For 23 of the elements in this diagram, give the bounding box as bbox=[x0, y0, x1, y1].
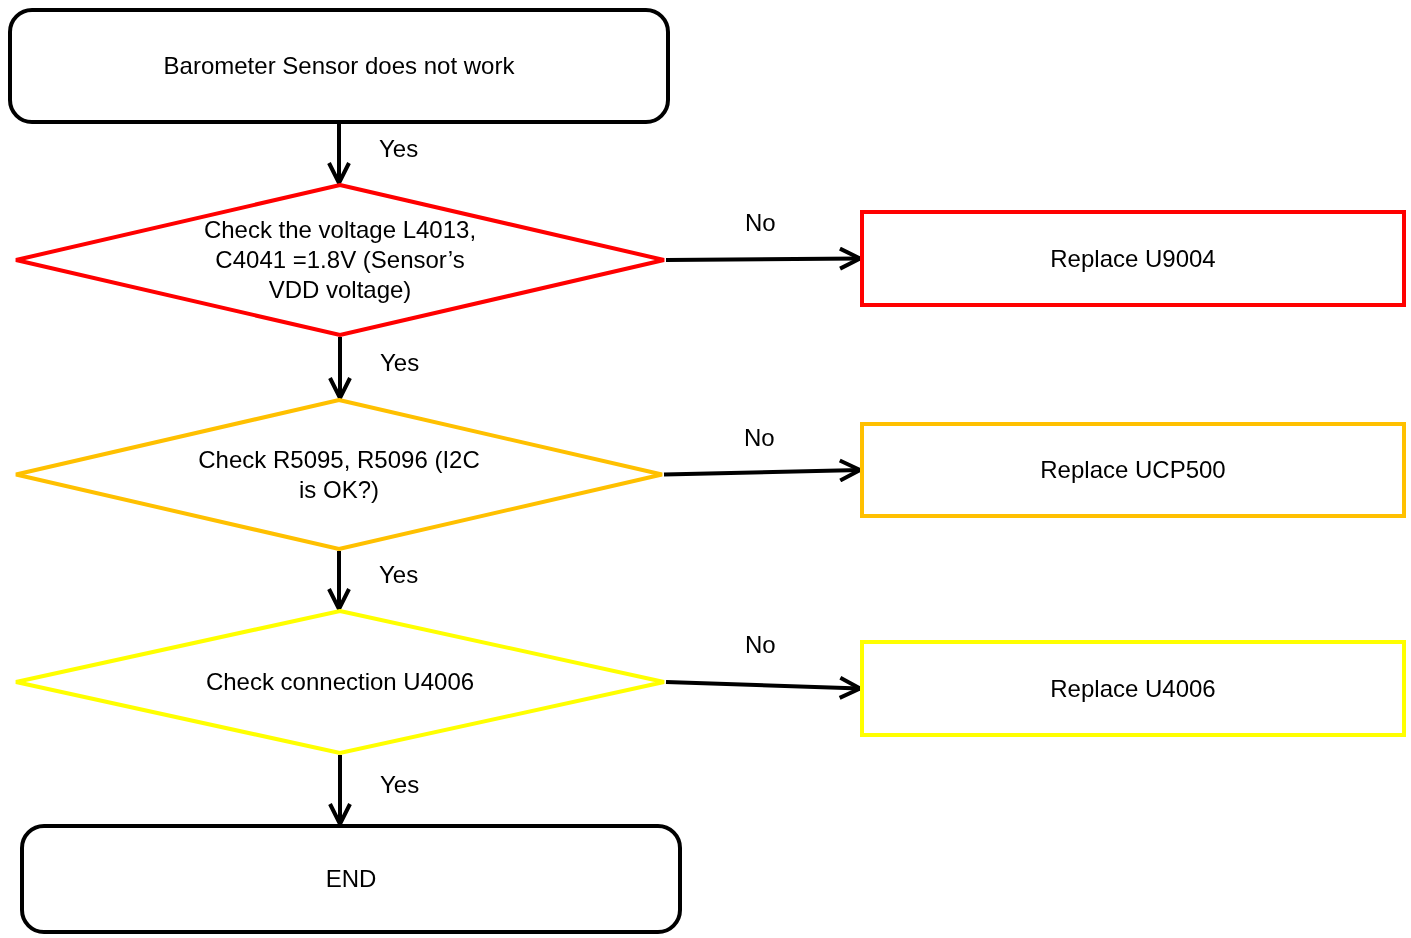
arrow bbox=[663, 458, 862, 483]
arrow bbox=[327, 124, 351, 185]
box-text: Replace U9004 bbox=[1050, 243, 1216, 274]
decision-diamond bbox=[14, 183, 666, 337]
decision-text: Check R5095, R5096 (I2C is OK?) bbox=[197, 444, 481, 505]
box-text: Replace UCP500 bbox=[1040, 455, 1226, 485]
box-text: END bbox=[325, 864, 377, 894]
decision-diamond bbox=[14, 398, 664, 551]
box-text: Replace U4006 bbox=[1050, 673, 1216, 704]
decision-diamond bbox=[14, 609, 666, 755]
terminal-box bbox=[20, 824, 682, 934]
box-text: Barometer Sensor does not work bbox=[163, 51, 515, 81]
arrow bbox=[665, 675, 862, 700]
decision-text: Check the voltage L4013, C4041 =1.8V (Sensor’s VDD voltage) bbox=[202, 215, 478, 305]
arrow bbox=[327, 551, 351, 611]
action-box bbox=[860, 640, 1406, 737]
terminal-box bbox=[8, 8, 670, 124]
arrow bbox=[328, 755, 352, 826]
action-box bbox=[860, 422, 1406, 518]
decision-text: Check connection U4006 bbox=[205, 667, 475, 697]
arrow bbox=[328, 337, 352, 400]
arrow bbox=[666, 246, 862, 271]
action-box bbox=[860, 210, 1406, 307]
